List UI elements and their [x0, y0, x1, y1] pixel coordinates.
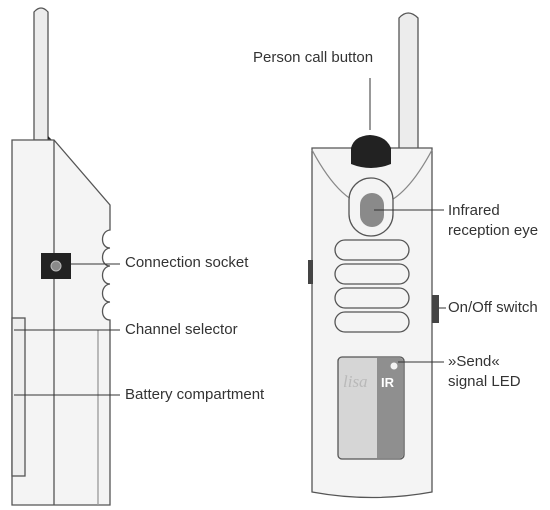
- label-infrared-eye-line1: Infrared: [448, 202, 500, 219]
- label-send-led-line1: »Send«: [448, 353, 500, 370]
- front-antenna: [398, 12, 419, 151]
- label-onoff-switch: On/Off switch: [448, 299, 538, 316]
- socket-hole: [50, 260, 62, 272]
- label-connection-socket: Connection socket: [125, 254, 249, 271]
- speaker-slot-4: [334, 311, 410, 333]
- left-side-button: [308, 260, 313, 284]
- label-infrared-eye-line2: reception eye: [448, 222, 539, 239]
- front-view: lisa IR: [308, 12, 439, 499]
- person-call-button-icon: [351, 135, 391, 168]
- infrared-eye-icon: [360, 193, 384, 227]
- side-antenna: [33, 7, 49, 141]
- onoff-switch-icon: [432, 295, 439, 323]
- label-channel-selector: Channel selector: [125, 321, 238, 338]
- label-battery-compartment: Battery compartment: [125, 386, 265, 403]
- label-send-led-line2: signal LED: [448, 373, 521, 390]
- send-led-icon: [390, 362, 398, 370]
- label-person-call-button: Person call button: [253, 49, 374, 66]
- logo-brand-text: lisa: [343, 372, 368, 391]
- battery-compartment-panel: [11, 317, 26, 477]
- logo-ir-text: IR: [381, 375, 395, 390]
- leader-lines: [14, 78, 446, 396]
- logo-window-dark: [377, 358, 403, 458]
- speaker-slot-3: [334, 287, 410, 309]
- speaker-slot-2: [334, 263, 410, 285]
- side-view: [11, 7, 111, 506]
- speaker-slot-1: [334, 239, 410, 261]
- side-body: [11, 139, 111, 506]
